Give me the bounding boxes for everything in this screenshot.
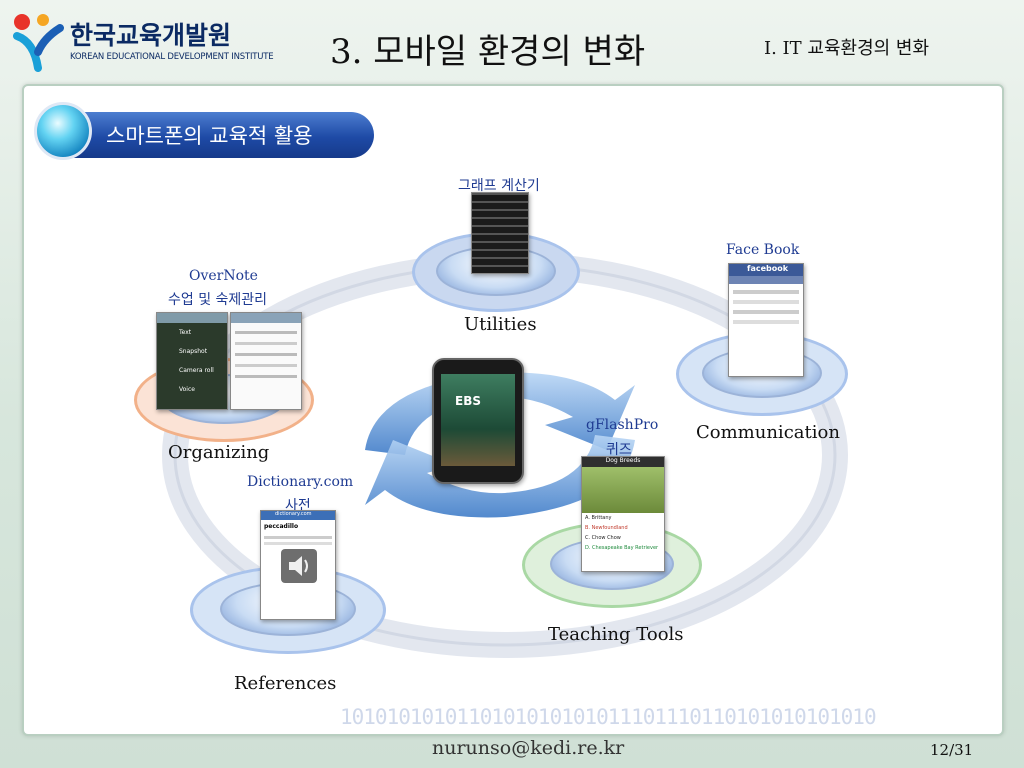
organizing-app-name: OverNote bbox=[189, 268, 258, 284]
calculator-screenshot bbox=[471, 192, 529, 274]
dictionary-word: peccadillo bbox=[264, 523, 299, 530]
quiz-option: A. Brittany bbox=[585, 515, 612, 521]
references-app-name: Dictionary.com bbox=[247, 474, 354, 490]
utilities-label: Utilities bbox=[464, 314, 537, 335]
dictionary-screenshot: dictionary.com peccadillo bbox=[260, 510, 336, 620]
dictionary-site-name: dictionary.com bbox=[261, 511, 335, 520]
kedi-logo-mark-icon bbox=[13, 14, 64, 72]
overnote-item: Snapshot bbox=[179, 348, 208, 355]
communication-label: Communication bbox=[696, 422, 840, 443]
kedi-logo: 한국교육개발원 KOREAN EDUCATIONAL DEVELOPMENT I… bbox=[12, 12, 274, 72]
page-number: 12/31 bbox=[930, 741, 974, 759]
topic-badge-label: 스마트폰의 교육적 활용 bbox=[106, 124, 313, 148]
teaching-tools-label: Teaching Tools bbox=[548, 624, 684, 645]
references-label: References bbox=[234, 673, 337, 694]
facebook-screenshot: facebook bbox=[728, 263, 804, 377]
quiz-option: C. Chow Chow bbox=[585, 535, 621, 541]
speaker-icon bbox=[281, 549, 317, 583]
overnote-item: Camera roll bbox=[179, 367, 214, 374]
teaching-app-name: gFlashPro bbox=[586, 417, 659, 433]
quiz-title: Dog Breeds bbox=[582, 457, 664, 467]
binary-decoration: 1010101010110101010101011101110110101010… bbox=[340, 705, 877, 729]
organizing-app-desc: 수업 및 숙제관리 bbox=[168, 292, 268, 308]
overnote-item: Text bbox=[179, 329, 192, 336]
organizing-label: Organizing bbox=[168, 442, 270, 463]
utilities-app-name: 그래프 계산기 bbox=[458, 178, 540, 194]
topic-badge-orb-icon bbox=[34, 102, 92, 160]
topic-badge-bar bbox=[56, 112, 374, 158]
section-title: I. IT 교육환경의 변화 bbox=[764, 38, 930, 59]
facebook-header: facebook bbox=[729, 264, 803, 276]
communication-app-name: Face Book bbox=[726, 242, 800, 258]
center-phone-ebs-logo: EBS bbox=[455, 394, 481, 408]
center-smartphone: EBS bbox=[432, 358, 524, 484]
quiz-option: B. Newfoundland bbox=[585, 525, 628, 531]
topic-badge: 스마트폰의 교육적 활용 bbox=[34, 102, 376, 160]
overnote-screenshot-2 bbox=[230, 312, 302, 410]
logo-english-name: KOREAN EDUCATIONAL DEVELOPMENT INSTITUTE bbox=[70, 52, 274, 62]
center-phone-screen: EBS bbox=[441, 374, 515, 466]
logo-korean-name: 한국교육개발원 bbox=[70, 21, 232, 50]
overnote-item: Voice bbox=[179, 386, 195, 393]
quiz-screenshot: Dog Breeds A. Brittany B. Newfoundland C… bbox=[581, 456, 665, 572]
slide-title: 3. 모바일 환경의 변화 bbox=[330, 32, 646, 72]
teaching-app-desc: 퀴즈 bbox=[606, 442, 632, 458]
quiz-option: D. Chesapeake Bay Retriever bbox=[585, 545, 659, 551]
overnote-screenshot-1: Text Snapshot Camera roll Voice bbox=[156, 312, 228, 410]
footer-email[interactable]: nurunso@kedi.re.kr bbox=[432, 737, 625, 759]
